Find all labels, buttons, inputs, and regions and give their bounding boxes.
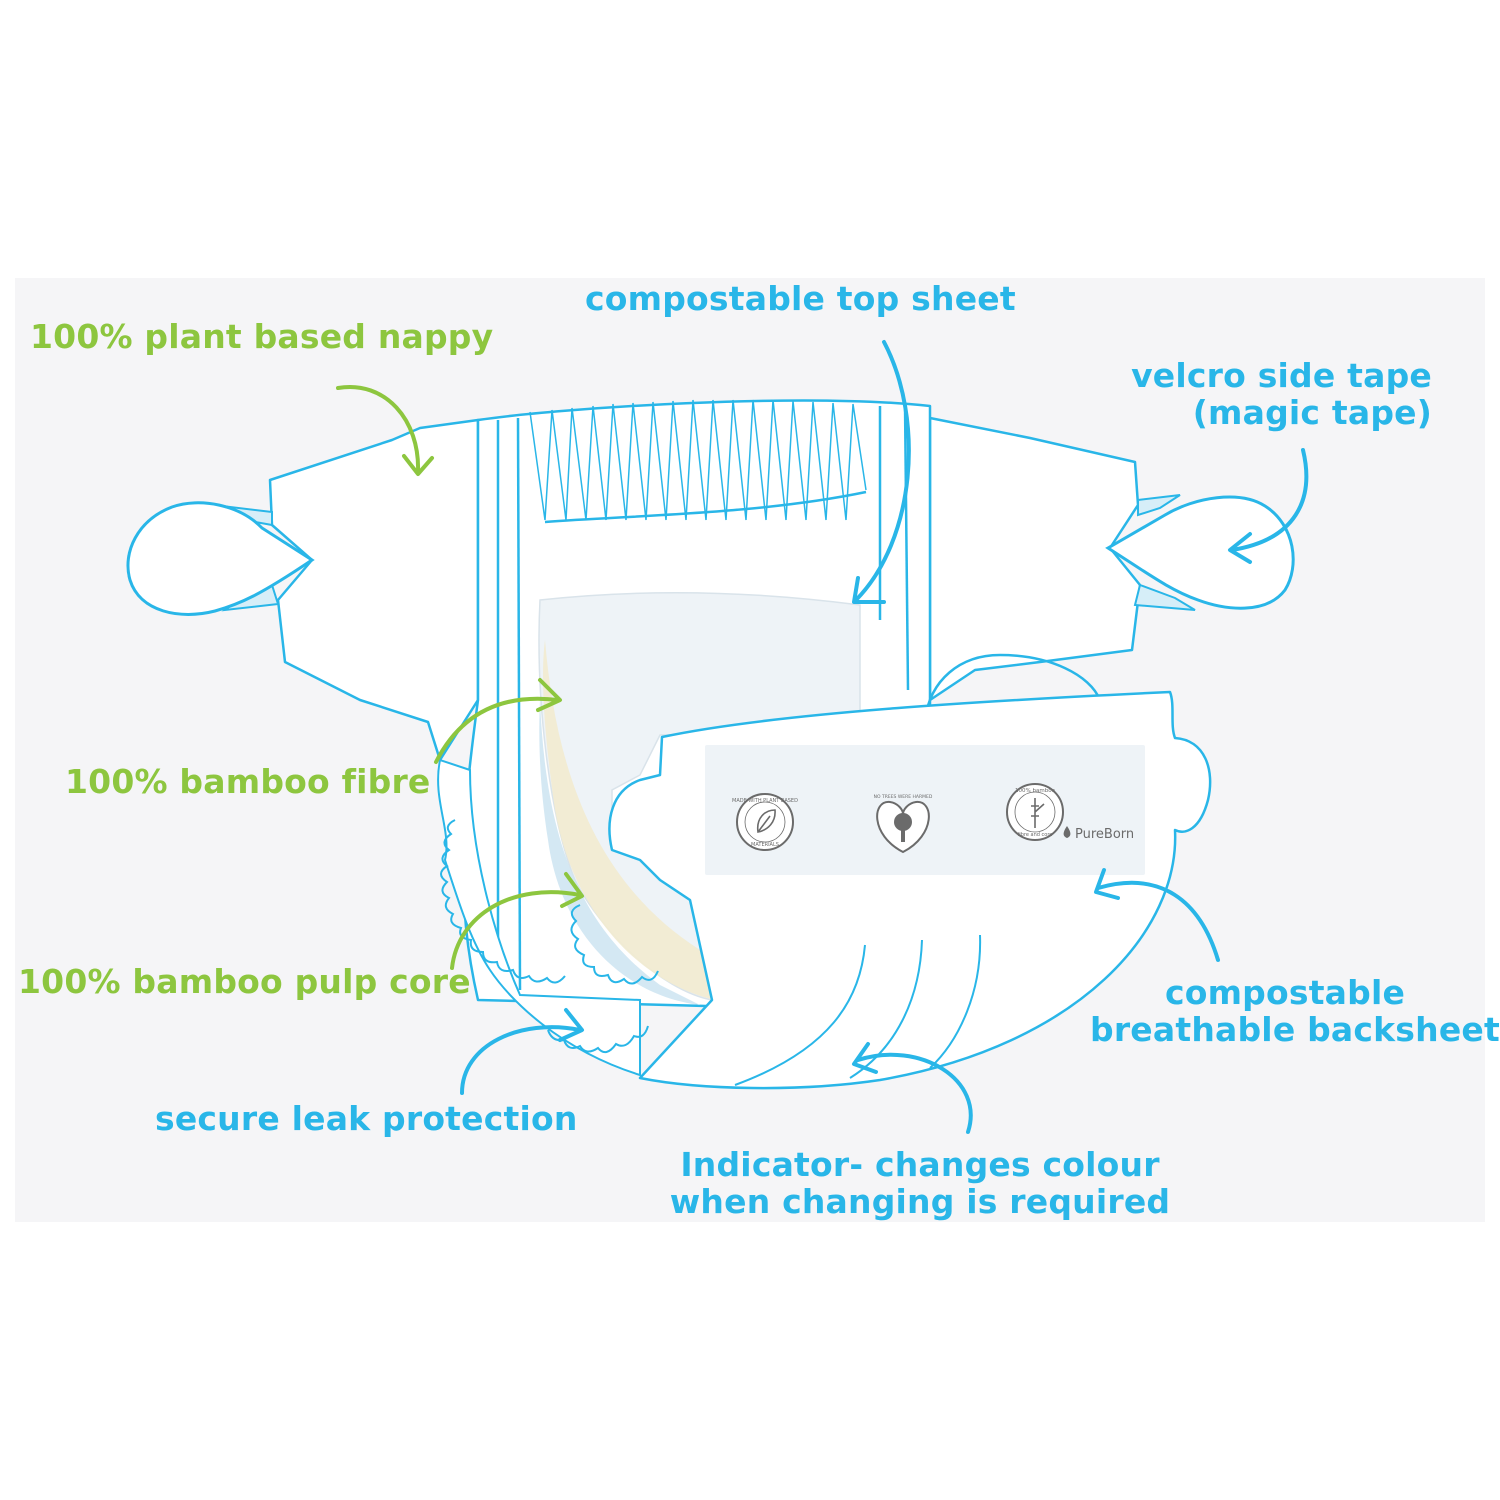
arrow-top-sheet: [854, 340, 911, 602]
label-pulp-core: 100% bamboo pulp core: [18, 962, 471, 1001]
svg-text:MADE WITH PLANT BASED: MADE WITH PLANT BASED: [732, 798, 798, 804]
label-side-tape-line1: velcro side tape: [1131, 356, 1432, 395]
arrow-leak-protection: [460, 1025, 582, 1095]
label-bamboo-fibre: 100% bamboo fibre: [65, 762, 431, 801]
leaf-icon: [756, 809, 776, 833]
waistband-elastic: [529, 399, 867, 524]
right-tape-tab: [1105, 494, 1295, 611]
tree-icon: [894, 813, 912, 842]
svg-text:100% bamboo: 100% bamboo: [1015, 788, 1056, 794]
label-side-tape: velcro side tape (magic tape): [1131, 357, 1432, 431]
label-top-sheet: compostable top sheet: [585, 279, 1016, 318]
arrow-pulp-core: [450, 890, 582, 970]
arrow-side-tape: [1230, 448, 1309, 552]
right-leg-cuff: [923, 653, 1102, 721]
label-leak-protection: secure leak protection: [155, 1099, 578, 1138]
svg-text:fibre and core: fibre and core: [1018, 832, 1053, 838]
left-tape-tab: [126, 501, 315, 616]
bamboo-icon: [1031, 798, 1045, 828]
bamboo-badge: 100% bamboo fibre and core: [1006, 783, 1064, 841]
label-backsheet-line2: breathable backsheet: [1090, 1010, 1500, 1049]
arrow-bamboo-fibre: [434, 696, 560, 764]
label-backsheet-line1: compostable: [1164, 973, 1406, 1012]
arrow-plant-based: [336, 384, 421, 474]
label-indicator: Indicator- changes colour when changing …: [660, 1146, 1180, 1220]
label-indicator-line1: Indicator- changes colour: [680, 1145, 1160, 1184]
svg-text:PureBorn: PureBorn: [1075, 827, 1134, 842]
label-backsheet: compostable breathable backsheet: [1090, 973, 1500, 1049]
absorbent-core: [538, 592, 861, 1005]
tree-badge: NO TREES WERE HARMED: [874, 794, 933, 854]
arrow-backsheet: [1096, 880, 1220, 962]
label-indicator-line2: when changing is required: [669, 1182, 1171, 1221]
label-plant-based: 100% plant based nappy: [30, 317, 494, 356]
leaf-badge: MADE WITH PLANT BASED MATERIALS: [732, 793, 798, 851]
left-wing: [268, 418, 480, 762]
svg-text:NO TREES WERE HARMED: NO TREES WERE HARMED: [874, 794, 933, 800]
arrow-indicator: [856, 1052, 973, 1134]
brand-logo: PureBorn: [1063, 826, 1134, 842]
label-side-tape-line2: (magic tape): [1192, 393, 1432, 432]
svg-text:MATERIALS: MATERIALS: [751, 842, 779, 848]
